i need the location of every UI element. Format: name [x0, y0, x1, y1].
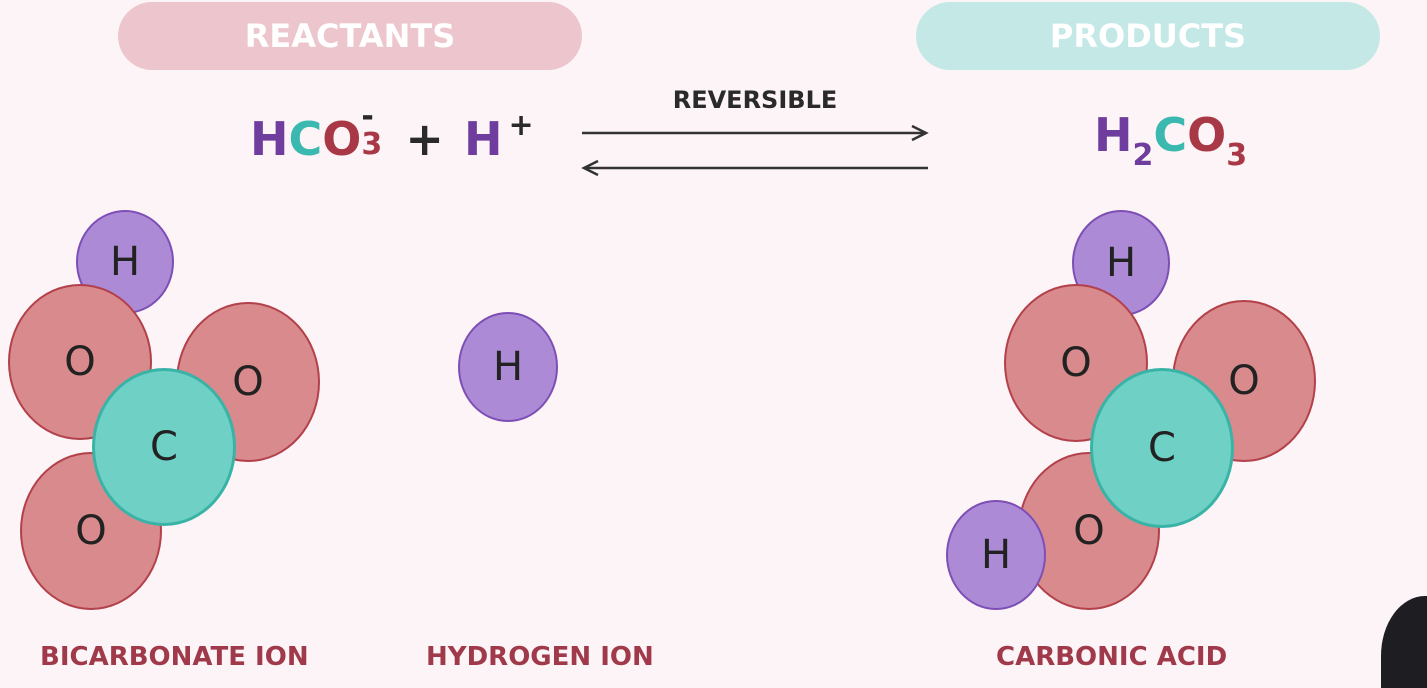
forward-arrow	[582, 124, 929, 142]
product-formula-oxygen: O	[1187, 108, 1227, 162]
reactants-header: REACTANTS	[118, 2, 582, 70]
product-formula-carbon: C	[1153, 108, 1188, 162]
hydrogen-atom: H	[946, 500, 1046, 610]
hydrogen-atom: H	[458, 312, 558, 422]
products-header: PRODUCTS	[916, 2, 1380, 70]
product-formula: H2CO3	[1094, 108, 1247, 173]
product-formula-oxygen-subscript: 3	[1226, 138, 1248, 173]
carbonic-acid-caption: CARBONIC ACID	[996, 642, 1228, 672]
carbon-atom: C	[92, 368, 236, 526]
bicarbonate-caption: BICARBONATE ION	[40, 642, 309, 672]
formula-oxygen: O	[322, 112, 362, 166]
presenter-silhouette	[1381, 596, 1427, 688]
reactant-formula: HCO-3 + H+	[250, 99, 534, 166]
products-label: PRODUCTS	[1049, 17, 1247, 55]
formula-plus: +	[405, 112, 444, 166]
product-formula-hydrogen-subscript: 2	[1132, 138, 1154, 173]
formula-oxygen-subscript: 3	[361, 127, 383, 162]
formula-carbon: C	[288, 112, 323, 166]
reactants-label: REACTANTS	[244, 17, 456, 55]
formula-charge: -	[361, 99, 374, 134]
reversible-arrows	[581, 124, 929, 177]
formula-hydrogen-ion: H	[463, 112, 503, 166]
oxygen-atom: O	[20, 452, 162, 610]
hydrogen-ion-caption: HYDROGEN ION	[426, 642, 654, 672]
reverse-arrow	[581, 159, 928, 177]
product-formula-hydrogen: H	[1094, 108, 1133, 162]
formula-sub-sup: -3	[361, 99, 383, 162]
formula-hydrogen: H	[250, 112, 289, 166]
formula-hydrogen-ion-charge: +	[508, 108, 534, 143]
carbon-atom: C	[1090, 368, 1234, 528]
reversible-label: REVERSIBLE	[672, 86, 838, 114]
